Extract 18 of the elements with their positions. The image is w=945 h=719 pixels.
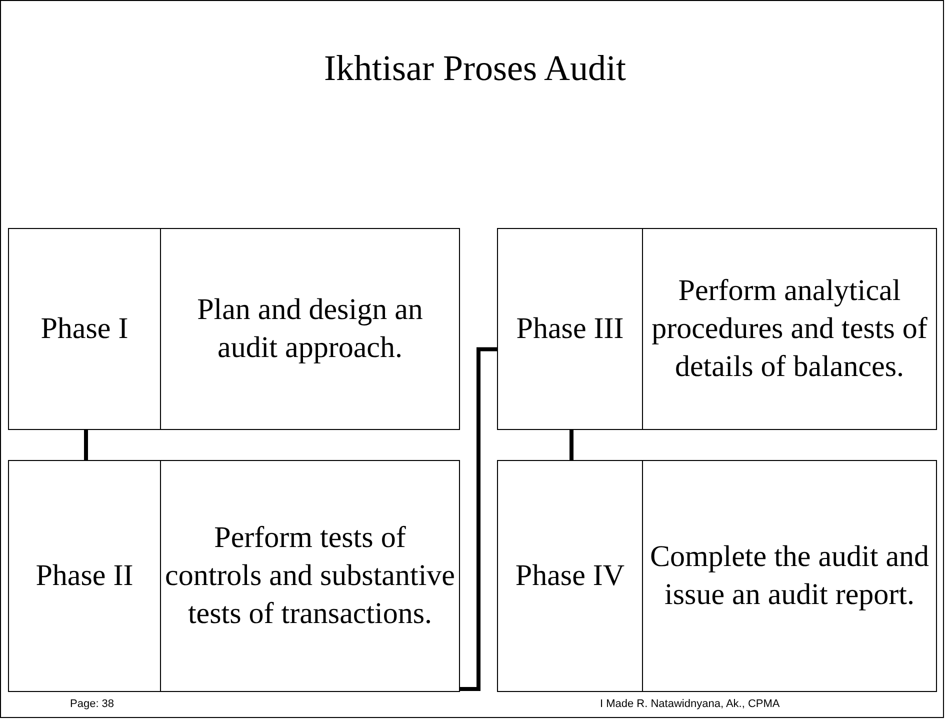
phase-description: Complete the audit and issue an audit report. <box>648 539 930 613</box>
phase-box <box>8 460 460 692</box>
phase-label: Phase II <box>34 558 134 594</box>
connector-line <box>570 430 574 460</box>
phase-label: Phase III <box>515 311 625 347</box>
phase-box <box>497 228 937 430</box>
phase-box <box>8 228 460 430</box>
phase-label: Phase IV <box>514 558 626 594</box>
phase-description: Perform tests of controls and substantive tests of transactions. <box>164 520 456 632</box>
phase-box <box>497 460 937 692</box>
connector-line <box>84 430 88 460</box>
phase-description: Plan and design an audit approach. <box>196 292 424 366</box>
slide-title: Ikhtisar Proses Audit <box>323 47 627 90</box>
phase-label: Phase I <box>40 311 130 347</box>
author-note: I Made R. Natawidnyana, Ak., CPMA <box>600 697 780 711</box>
connector-line <box>460 347 497 691</box>
page-number: Page: 38 <box>70 697 114 711</box>
phase-description: Perform analytical procedures and tests of details of balances. <box>650 273 928 385</box>
